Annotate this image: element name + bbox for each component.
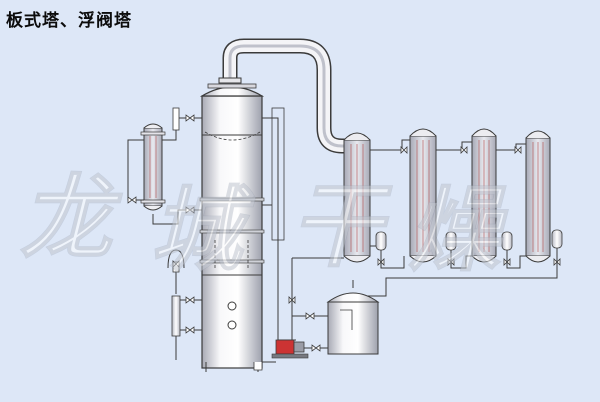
watermark-char-3: 干	[290, 172, 393, 280]
watermark-char-4: 燥	[408, 176, 509, 284]
main-column	[199, 83, 265, 372]
side-condenser	[140, 123, 166, 211]
heat-exchanger-1	[343, 132, 371, 263]
heat-exchanger-3	[471, 128, 497, 263]
watermark-char-1: 龙	[20, 164, 123, 272]
receiver-tank	[326, 280, 380, 355]
page-title: 板式塔、浮阀塔	[6, 11, 132, 31]
heat-exchanger-2	[409, 128, 437, 263]
pump	[271, 339, 309, 359]
vapor-pipe	[218, 38, 348, 154]
watermark: 龙 城 干 燥	[19, 163, 509, 284]
heat-exchanger-4	[525, 130, 551, 263]
valves	[127, 114, 561, 352]
watermark-char-2: 城	[150, 176, 256, 284]
